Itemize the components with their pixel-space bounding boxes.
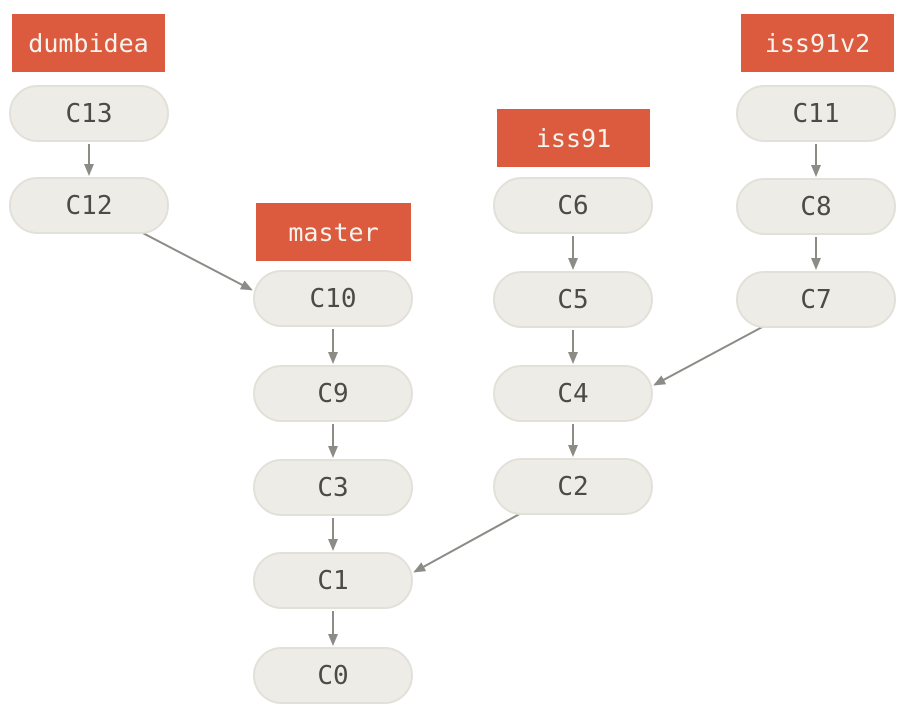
- commit-node-c10: C10: [253, 270, 413, 327]
- arrow-c12-to-c10: [136, 229, 253, 291]
- commit-node-c12: C12: [9, 177, 169, 234]
- commit-node-c11: C11: [736, 85, 896, 142]
- arrow-c7-to-c4: [653, 323, 769, 386]
- commit-node-c13: C13: [9, 85, 169, 142]
- commit-node-c0: C0: [253, 647, 413, 704]
- commit-node-c3: C3: [253, 459, 413, 516]
- commit-node-c1: C1: [253, 552, 413, 609]
- branch-label-dumbidea: dumbidea: [12, 14, 165, 72]
- arrow-c2-to-c1: [413, 510, 526, 573]
- commit-node-c9: C9: [253, 365, 413, 422]
- branch-label-iss91: iss91: [497, 109, 650, 167]
- commit-node-c5: C5: [493, 271, 653, 328]
- commit-node-c8: C8: [736, 178, 896, 235]
- branch-label-iss91v2: iss91v2: [741, 14, 894, 72]
- commit-node-c6: C6: [493, 177, 653, 234]
- commit-node-c4: C4: [493, 365, 653, 422]
- commit-node-c7: C7: [736, 271, 896, 328]
- branch-label-master: master: [256, 203, 411, 261]
- commit-node-c2: C2: [493, 458, 653, 515]
